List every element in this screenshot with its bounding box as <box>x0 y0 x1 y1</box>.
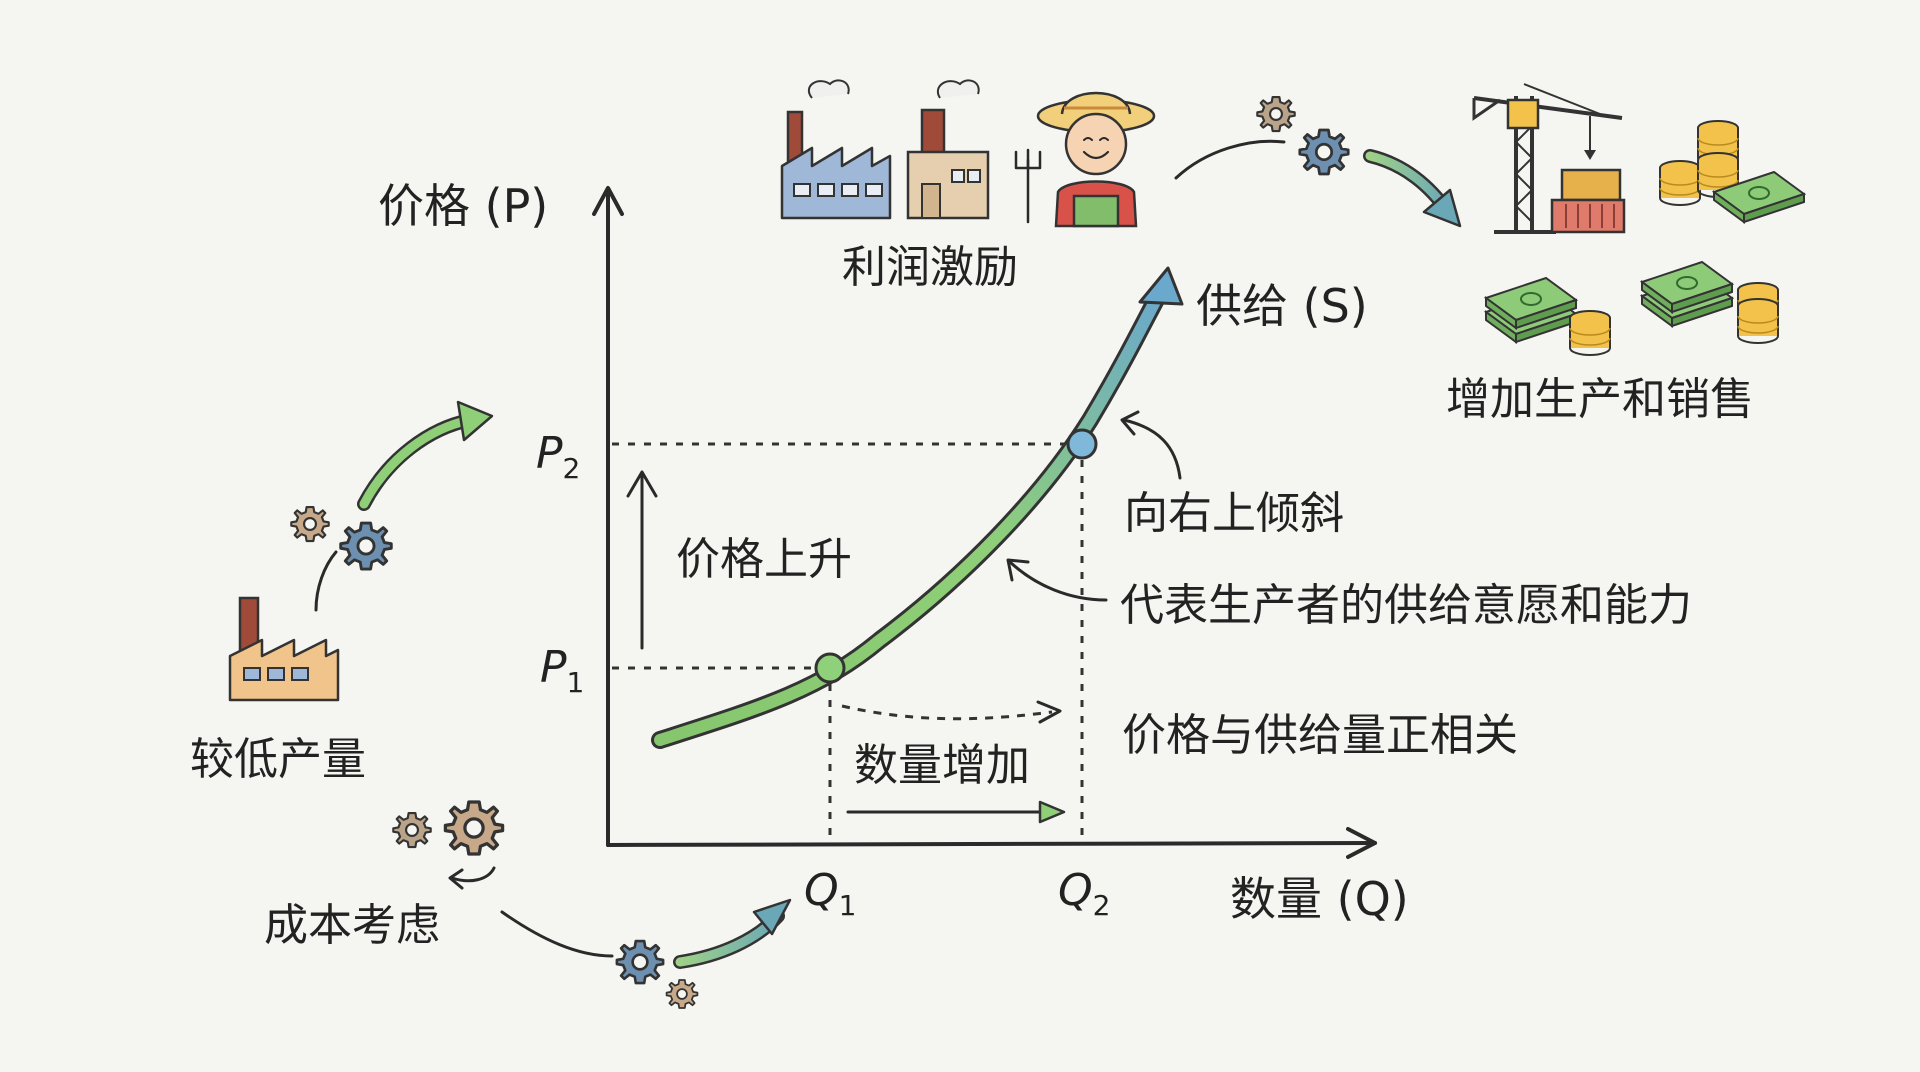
lower-output-arrow <box>357 400 494 511</box>
coins-and-cash-bottom <box>1485 261 1779 356</box>
x-axis-label: 数量 (Q) <box>1230 872 1409 926</box>
coins-and-cash-top <box>1659 120 1805 223</box>
upward-slope-pointer <box>1120 410 1182 480</box>
positive-relation-label: 价格与供给量正相关 <box>1122 710 1518 761</box>
lower-output-connector <box>314 550 338 612</box>
gear-icon-small-top <box>1256 95 1296 133</box>
quantity-dashed-arrow <box>841 700 1062 724</box>
gear-icon-small-cost <box>392 811 432 849</box>
profit-incentive-label: 利润激励 <box>842 242 1018 293</box>
increase-production-label: 增加生产和销售 <box>1446 374 1754 425</box>
supply-curve-label: 供给 (S) <box>1196 279 1368 333</box>
factory-icon-blue <box>780 79 892 220</box>
profit-arrow-curve-b <box>1363 149 1462 228</box>
q1-tick-label: Q1 <box>804 865 856 922</box>
cost-cycle-arrowhead <box>448 868 464 890</box>
y-axis <box>592 186 624 847</box>
gear-icon-small-left <box>290 505 330 543</box>
farmer-icon <box>1014 91 1156 228</box>
represents-label: 代表生产者的供给意愿和能力 <box>1120 580 1692 631</box>
p1-tick-label: P1 <box>540 642 584 699</box>
gear-icon-large-cost <box>443 800 505 856</box>
y-axis-label: 价格 (P) <box>378 179 548 233</box>
factory-icon-orange <box>228 596 340 702</box>
equilibrium-point-high <box>1066 428 1098 460</box>
cost-cycle-arrow <box>450 866 496 883</box>
q2-tick-label: Q2 <box>1058 865 1110 922</box>
cost-arrow <box>673 898 792 969</box>
guide-lines <box>612 442 1084 840</box>
upward-slope-label: 向右上倾斜 <box>1124 488 1344 539</box>
profit-arrow-curve-a <box>1174 139 1286 180</box>
crane-icon <box>1472 83 1626 234</box>
gear-icon-large-left <box>339 521 393 571</box>
cost-consideration-label: 成本考虑 <box>264 900 440 951</box>
p2-tick-label: P2 <box>536 428 580 485</box>
lower-output-label: 较低产量 <box>190 734 366 785</box>
quantity-increase-label: 数量增加 <box>854 740 1030 791</box>
represents-pointer <box>1006 558 1108 602</box>
gear-icon-large-bottom <box>615 939 665 985</box>
x-axis <box>606 827 1377 859</box>
price-rise-arrow <box>626 470 658 650</box>
factory-icon-tan <box>906 79 990 220</box>
quantity-solid-arrow <box>846 800 1066 824</box>
cost-connector-line <box>500 910 614 958</box>
gear-icon-large-top <box>1298 128 1350 176</box>
supply-curve <box>651 266 1184 749</box>
gear-icon-small-bottom <box>665 979 699 1009</box>
price-rise-label: 价格上升 <box>676 534 852 585</box>
equilibrium-point-low <box>814 652 846 684</box>
